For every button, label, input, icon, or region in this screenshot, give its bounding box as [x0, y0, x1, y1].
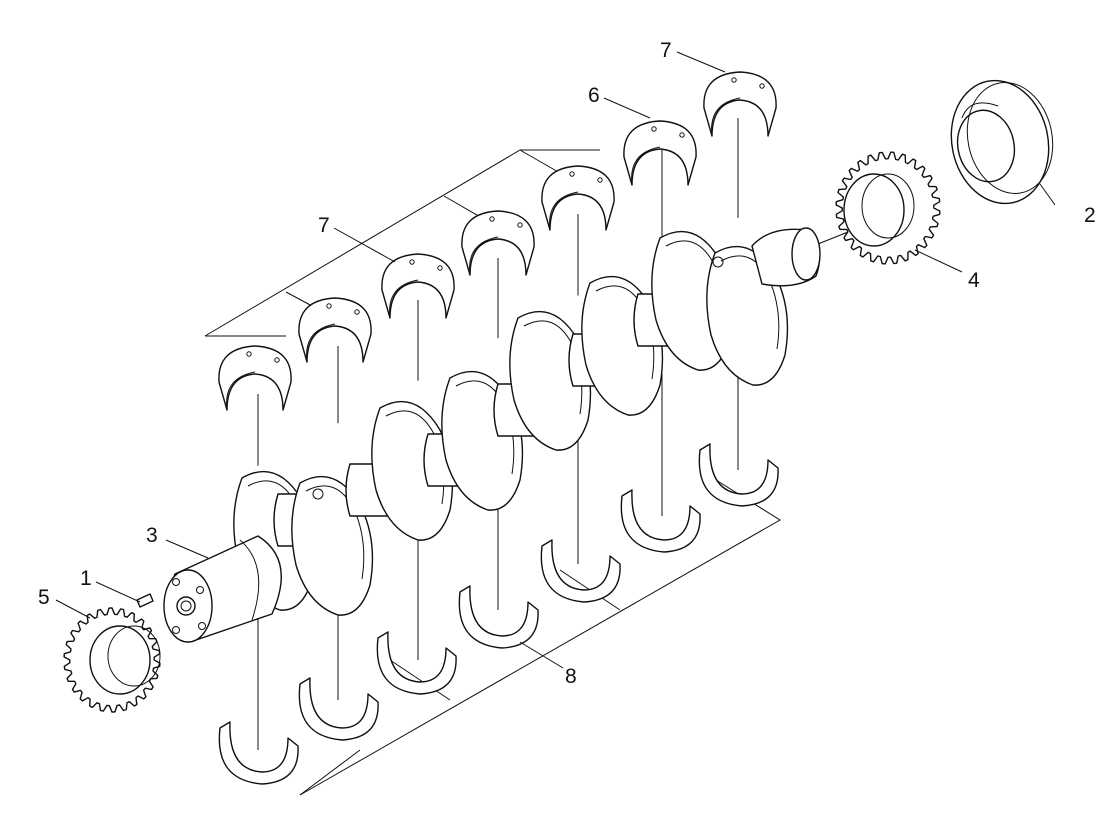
callout-8: 8 [565, 665, 577, 688]
callout-2: 2 [1084, 204, 1096, 227]
upper-guide-frame [204, 149, 601, 337]
upper-shell-1 [218, 345, 292, 411]
lower-shell-2 [298, 677, 379, 741]
leader-lines [55, 51, 1056, 669]
front-timing-gear [63, 607, 161, 713]
callout-4: 4 [968, 269, 980, 292]
callout-7-right: 7 [660, 39, 672, 62]
thrust-shell-lower [620, 489, 701, 553]
callout-labels: 1 2 3 4 5 6 7 7 8 [38, 39, 1096, 688]
lower-shell-1 [218, 721, 299, 785]
crankshaft [232, 210, 821, 620]
upper-shell-7 [703, 71, 777, 137]
callout-5: 5 [38, 586, 50, 609]
callout-6: 6 [588, 84, 600, 107]
crankshaft-front-nose [163, 535, 282, 643]
callout-7-left: 7 [318, 214, 330, 237]
lower-shell-5 [540, 539, 621, 603]
dowel-pin [136, 593, 154, 608]
lower-shell-4 [458, 585, 539, 649]
lower-shell-3 [376, 631, 457, 695]
lower-shell-7 [698, 443, 779, 507]
rear-oil-seal [950, 79, 1054, 205]
thrust-shell-upper [623, 120, 697, 186]
callout-3: 3 [146, 524, 158, 547]
callout-1: 1 [80, 567, 92, 590]
rear-timing-gear [835, 151, 941, 265]
upper-shell-2 [298, 297, 372, 363]
